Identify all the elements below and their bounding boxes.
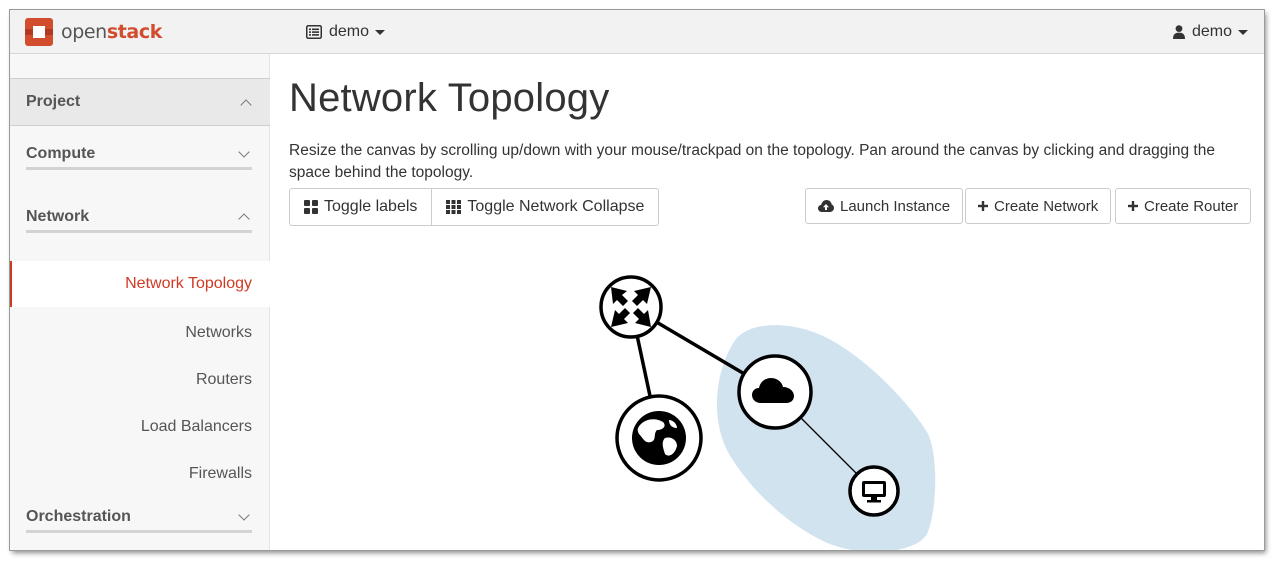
- create-router-button[interactable]: Create Router: [1115, 188, 1252, 224]
- user-dropdown[interactable]: demo: [1172, 22, 1248, 42]
- external-network-node[interactable]: [615, 394, 703, 482]
- chevron-up-icon: [240, 98, 252, 111]
- grid-icon: [304, 200, 318, 214]
- page-description: Resize the canvas by scrolling up/down w…: [289, 142, 1215, 181]
- monitor-icon: [862, 481, 886, 503]
- th-icon: [446, 200, 462, 214]
- network-node[interactable]: [737, 354, 813, 430]
- group-title: Orchestration: [26, 507, 131, 525]
- button-label: Toggle Network Collapse: [467, 198, 645, 215]
- sidebar-group-orchestration[interactable]: Orchestration: [26, 503, 252, 533]
- user-label: demo: [1191, 23, 1232, 40]
- chevron-down-icon: [238, 145, 250, 158]
- plus-icon: [1128, 201, 1138, 211]
- project-dropdown[interactable]: demo: [306, 22, 386, 42]
- sidebar-group-network[interactable]: Network: [26, 203, 252, 233]
- top-navbar: openstack demo demo: [10, 10, 1264, 54]
- brand-name: openstack: [61, 21, 162, 43]
- sidebar-item-load-balancers[interactable]: Load Balancers: [10, 404, 270, 450]
- sidebar-item-label: Networks: [185, 324, 252, 341]
- page-title: Network Topology: [289, 76, 610, 120]
- router-node[interactable]: [599, 275, 663, 339]
- launch-instance-button[interactable]: Launch Instance: [805, 188, 964, 224]
- sidebar-panel-project[interactable]: Project: [10, 78, 270, 126]
- sidebar: Project Compute Network Network Topology…: [10, 54, 270, 550]
- sidebar-item-firewalls[interactable]: Firewalls: [10, 451, 270, 497]
- toggle-button-group: Toggle labels Toggle Network Collapse: [289, 188, 660, 227]
- topology-canvas[interactable]: [271, 244, 1264, 550]
- sidebar-item-label: Network Topology: [125, 275, 252, 292]
- instance-node[interactable]: [848, 465, 900, 517]
- button-label: Create Router: [1144, 197, 1239, 215]
- group-title: Network: [26, 207, 90, 225]
- sidebar-item-network-topology[interactable]: Network Topology: [10, 261, 270, 307]
- toggle-labels-button[interactable]: Toggle labels: [289, 188, 433, 226]
- project-list-icon: [306, 25, 322, 39]
- chevron-down-icon: [375, 29, 386, 35]
- button-label: Create Network: [994, 197, 1099, 215]
- create-network-button[interactable]: Create Network: [965, 188, 1112, 224]
- globe-icon: [632, 411, 686, 465]
- panel-title: Project: [26, 93, 81, 110]
- sidebar-item-label: Load Balancers: [140, 418, 252, 435]
- openstack-logo-icon: [25, 18, 53, 46]
- main-content: Network Topology Resize the canvas by sc…: [271, 54, 1264, 550]
- chevron-down-icon: [1238, 29, 1248, 35]
- plus-icon: [978, 201, 988, 211]
- button-label: Launch Instance: [840, 197, 951, 215]
- sidebar-item-routers[interactable]: Routers: [10, 357, 270, 403]
- group-title: Compute: [26, 144, 96, 162]
- brand[interactable]: openstack: [24, 16, 162, 48]
- chevron-up-icon: [238, 213, 250, 225]
- network-region: [716, 325, 936, 550]
- cloud-upload-icon: [818, 200, 834, 212]
- sidebar-item-label: Firewalls: [188, 465, 252, 482]
- sidebar-item-networks[interactable]: Networks: [10, 310, 270, 356]
- user-icon: [1172, 25, 1185, 39]
- chevron-down-icon: [238, 508, 250, 521]
- sidebar-group-compute[interactable]: Compute: [26, 140, 252, 170]
- browser-window: openstack demo demo Project: [10, 10, 1264, 550]
- router-icon: [611, 287, 651, 327]
- button-label: Toggle labels: [324, 198, 418, 215]
- project-label: demo: [329, 23, 370, 40]
- toggle-network-collapse-button[interactable]: Toggle Network Collapse: [432, 188, 660, 226]
- cloud-icon: [752, 378, 794, 403]
- sidebar-item-label: Routers: [195, 371, 252, 388]
